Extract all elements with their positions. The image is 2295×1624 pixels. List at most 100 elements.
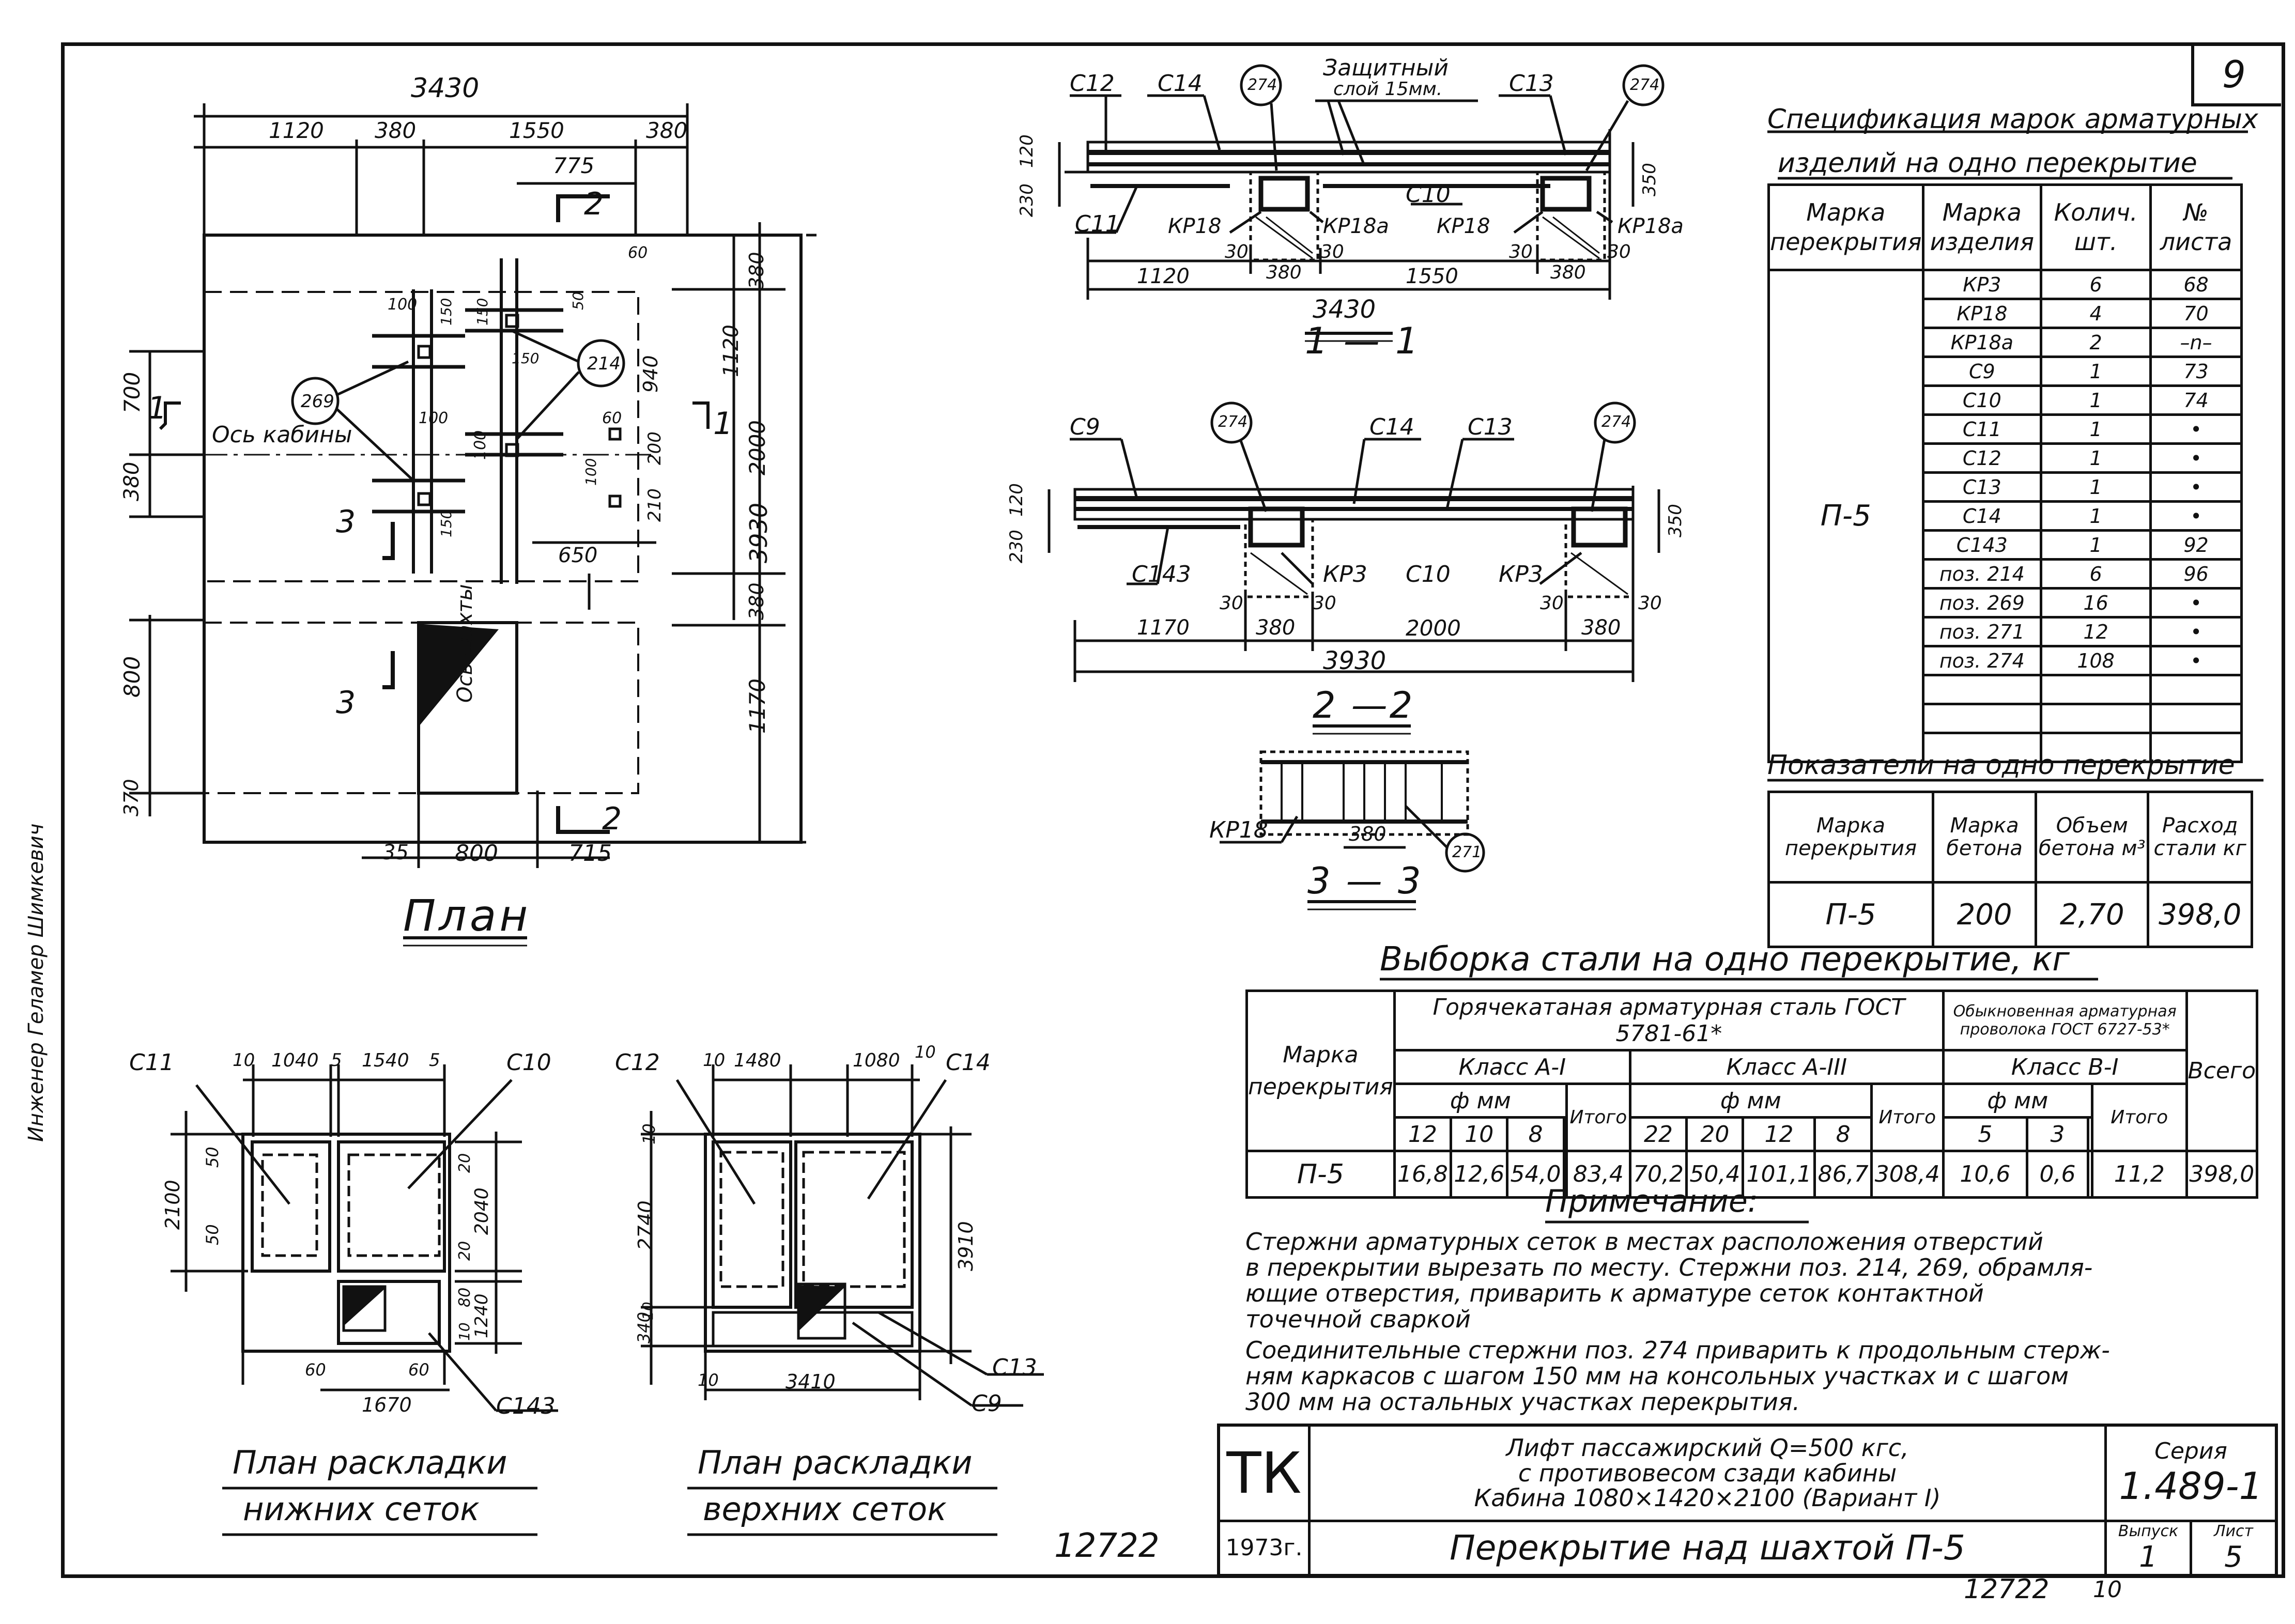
title-series: 1.489-1 [2119,1464,2263,1508]
sel-d: 12 [1393,1116,1453,1152]
sec11-kr18a: КР18 [1168,214,1222,238]
sec11-dim-380b: 380 [1550,262,1586,283]
footer-number-2: 12722 [1964,1574,2050,1605]
sec11-dim-30c: 30 [1509,241,1533,262]
ind-head-volume: Объем бетона м³ [2035,791,2150,884]
upper-c12: С12 [615,1049,660,1076]
plan-sec1-left: 1 [147,390,167,426]
upper-d10b: 10 [915,1042,936,1062]
spec-title-2: изделий на одно перекрытие [1778,148,2197,179]
title-desc-2: с противовесом сзади кабины [1518,1459,1897,1487]
table-cell: 12,6 [1450,1150,1509,1199]
sec11-protective: Защитный [1323,55,1449,81]
sec11-kr18ba: КР18а [1618,214,1684,238]
upper-mesh-outline [704,1133,921,1353]
table-cell: 108 [2040,645,2152,676]
drawing-frame [61,42,2285,1578]
footer-number-3: 10 [2093,1576,2122,1603]
sec11-c10: С10 [1406,181,1451,208]
title-series-label: Серия [2154,1438,2227,1465]
spec-head-sheet: № листа [2149,183,2243,271]
sec22-c14: С14 [1369,414,1414,440]
sel-d: 5 [1942,1116,2028,1152]
plan-dim-370: 370 [120,779,143,816]
lower-d2040: 2040 [471,1187,492,1235]
table-cell: 16 [2040,587,2152,618]
table-cell [2040,732,2152,763]
plan-dim-r380b: 380 [745,582,768,620]
sec22-c13: С13 [1468,414,1513,440]
lower-c143: С143 [496,1393,556,1419]
note-line: в перекрытии вырезать по месту. Стержни … [1245,1254,2093,1281]
lower-d10b: 10 [456,1322,473,1341]
lower-d1670: 1670 [362,1394,412,1416]
table-cell: 73 [2149,355,2243,387]
sel-total1: Итого [1565,1082,1631,1152]
sec33-beam [1259,750,1469,836]
table-cell [1921,674,2043,705]
sec22-dim-350: 350 [1665,504,1686,537]
lower-d80: 80 [456,1287,474,1307]
sel-d: 3 [2025,1116,2090,1152]
sec22-dim-3930: 3930 [1323,646,1387,675]
sec11-dim-1550: 1550 [1406,265,1458,288]
note-line: ням каркасов с шагом 150 мм на консольны… [1245,1362,2069,1390]
table-cell: 12 [2040,616,2152,647]
sec22-dim-380b: 380 [1581,616,1621,640]
sel-head-grand: Всего [2185,989,2259,1152]
sec11-slab [1086,141,1611,174]
plan-dim-200: 200 [644,431,665,465]
sec22-dim-30d: 30 [1638,593,1662,614]
sel-total2: Итого [1870,1082,1945,1152]
table-cell: С14 [1921,500,2043,532]
sec22-title: 2 —2 [1313,684,1415,726]
table-cell: 86,7 [1813,1150,1873,1199]
plan-dim-1550: 1550 [509,118,564,143]
lower-c10: С10 [506,1049,551,1076]
indicators-title: Показатели на одно перекрытие [1767,750,2235,781]
title-desc-1: Лифт пассажирский Q=500 кгс, [1506,1434,1909,1462]
upper-d3910: 3910 [954,1221,977,1271]
table-row: П-5 200 2,70 398,0 [1767,881,2253,948]
plan-shaft-hatch [418,624,499,727]
title-sheet-label: Лист [2213,1522,2254,1540]
table-cell: С13 [1921,471,2043,503]
sec11-dim-230: 230 [1016,183,1037,217]
upper-title-2: верхних сеток [703,1490,947,1528]
specification-table: Марка перекрытия Марка изделия Колич. шт… [1767,183,2243,763]
table-cell [1921,732,2043,763]
table-row [1769,703,2243,734]
table-cell: 1 [2040,500,2152,532]
plan-dim-380b: 380 [646,118,688,143]
table-cell: С9 [1921,355,2043,387]
spec-head-floor: Марка перекрытия [1767,183,1924,271]
sec22-dim-30a: 30 [1220,593,1243,614]
table-cell: 398,0 [2147,881,2253,948]
plan-dim-100a: 100 [388,296,418,314]
table-cell: КР18а [1921,327,2043,358]
plan-dim-r1120: 1120 [719,324,743,377]
sec22-c9: С9 [1070,414,1100,440]
plan-dim-650: 650 [558,544,598,567]
table-cell: 1 [2040,384,2152,416]
table-cell: поз. 269 [1921,587,2043,618]
plan-sec1-right: 1 [713,406,733,442]
table-cell [1921,703,2043,734]
plan-title: План [403,890,531,941]
sel-class3: Класс В-I [1942,1049,2188,1085]
sec11-c11: С11 [1075,211,1120,237]
title-org: ТК [1217,1424,1311,1522]
note-title: Примечание: [1545,1183,1758,1219]
table-cell: • [2149,587,2243,618]
sec11-dim-3430: 3430 [1313,295,1376,324]
sec11-dim-30d: 30 [1607,241,1631,262]
table-cell: • [2149,645,2243,676]
plan-dim-775: 775 [553,153,595,178]
table-cell [2149,674,2243,705]
table-cell: 96 [2149,558,2243,590]
ind-head-steel: Расход стали кг [2147,791,2253,884]
